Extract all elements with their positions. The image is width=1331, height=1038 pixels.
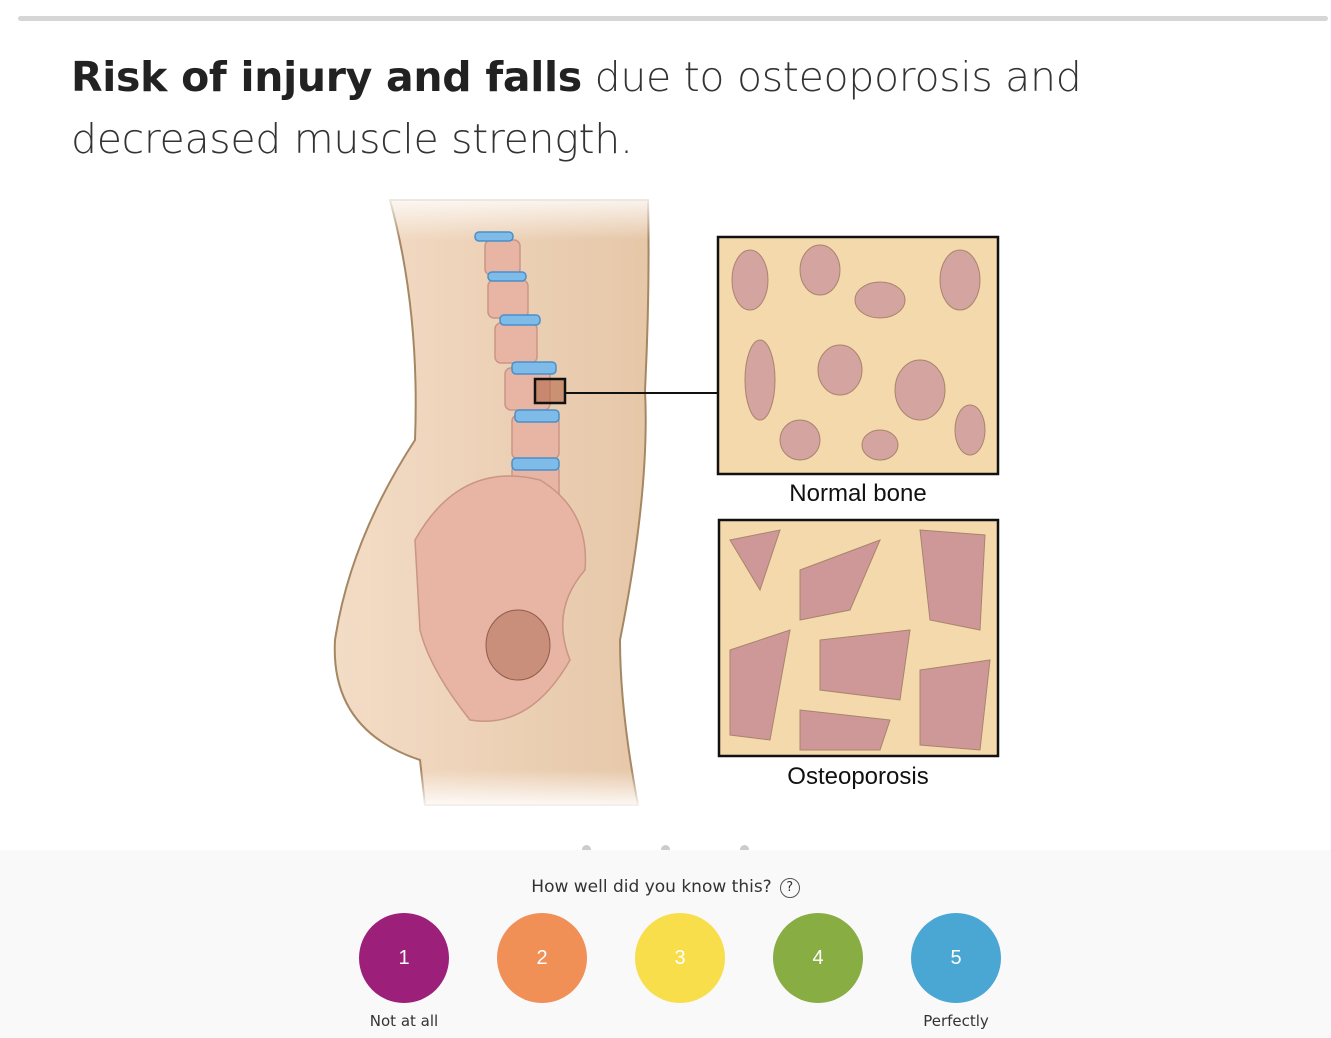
rating-question: How well did you know this?? (0, 877, 1331, 898)
carousel-dot[interactable] (582, 845, 591, 854)
osteoporosis-illustration: Normal bone Osteoporosis (320, 190, 1020, 810)
normal-bone-label: Normal bone (789, 480, 927, 507)
carousel-dots (0, 845, 1331, 854)
title-rest: due to osteoporosis and decreased muscle… (71, 53, 1082, 163)
rating-button-3[interactable]: 3 (635, 913, 725, 1003)
rating-low-label: Not at all (369, 1012, 439, 1030)
carousel-dot[interactable] (661, 845, 670, 854)
title-bold: Risk of injury and falls (71, 53, 582, 101)
carousel-dot[interactable] (740, 845, 749, 854)
rating-button-2[interactable]: 2 (497, 913, 587, 1003)
help-icon[interactable]: ? (779, 878, 800, 898)
rating-button-1[interactable]: 1 (359, 913, 449, 1003)
rating-button-4[interactable]: 4 (773, 913, 863, 1003)
rating-panel: How well did you know this?? 1 2 3 4 5 N… (0, 850, 1331, 1038)
progress-bar (18, 16, 1328, 21)
osteoporosis-label: Osteoporosis (787, 763, 929, 790)
rating-high-label: Perfectly (923, 1012, 989, 1030)
question-text: How well did you know this? (531, 877, 772, 897)
rating-button-5[interactable]: 5 (911, 913, 1001, 1003)
card-title: Risk of injury and falls due to osteopor… (71, 46, 1271, 170)
